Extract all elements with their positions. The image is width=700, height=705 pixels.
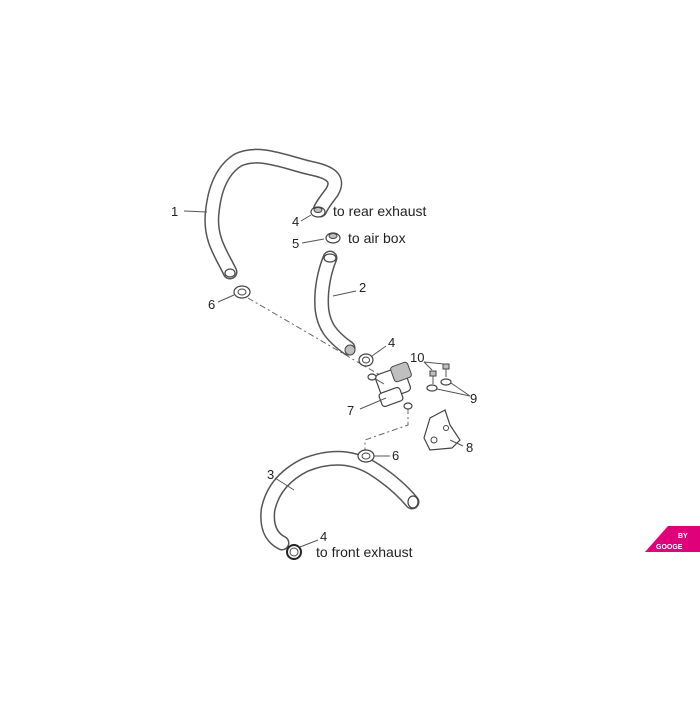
callout-4-bottom: 4: [320, 529, 327, 544]
clamp-4-bottom: [286, 544, 302, 560]
clamp-6-lower: [357, 449, 375, 463]
callout-4-top: 4: [292, 214, 299, 229]
leader-8: [449, 439, 464, 447]
leader-6a: [217, 294, 235, 303]
callout-6-upper: 6: [208, 297, 215, 312]
hose-1: [204, 148, 343, 280]
bracket-8: [423, 409, 461, 451]
callout-1: 1: [171, 204, 178, 219]
washers-9: [426, 378, 452, 392]
screws-10: [429, 363, 450, 384]
leader-1: [183, 210, 208, 213]
watermark-shape: [645, 526, 700, 552]
leader-3: [274, 477, 295, 491]
clamp-4-middle: [358, 353, 374, 367]
leader-5: [301, 238, 325, 244]
callout-2: 2: [359, 280, 366, 295]
callout-7: 7: [347, 403, 354, 418]
hose-2: [314, 250, 356, 356]
callout-10: 10: [410, 350, 424, 365]
leader-2: [332, 290, 357, 297]
watermark-line2: GOOGE: [656, 544, 683, 551]
callout-6-lower: 6: [392, 448, 399, 463]
callout-4-middle: 4: [388, 335, 395, 350]
leader-7: [359, 397, 387, 410]
callout-3: 3: [267, 467, 274, 482]
clamp-4-top: [310, 206, 326, 218]
leader-4a: [300, 214, 312, 222]
leader-4b: [371, 345, 387, 357]
label-front-exhaust: to front exhaust: [316, 544, 413, 560]
callout-5: 5: [292, 236, 299, 251]
routing-line-upper: [247, 297, 386, 379]
callout-8: 8: [466, 440, 473, 455]
watermark-logo: BY GOOGE: [645, 526, 700, 552]
valve-7: [367, 361, 413, 410]
label-rear-exhaust: to rear exhaust: [333, 203, 426, 219]
leader-4c: [299, 539, 319, 548]
label-air-box: to air box: [348, 230, 406, 246]
clamp-5: [325, 232, 341, 244]
callout-9: 9: [470, 391, 477, 406]
leader-10: [423, 361, 445, 371]
watermark-line1: BY: [678, 533, 688, 540]
hose-3: [260, 450, 420, 551]
clamp-6-upper: [233, 285, 251, 299]
routing-line-lower: [364, 408, 409, 452]
leader-9: [436, 382, 471, 397]
